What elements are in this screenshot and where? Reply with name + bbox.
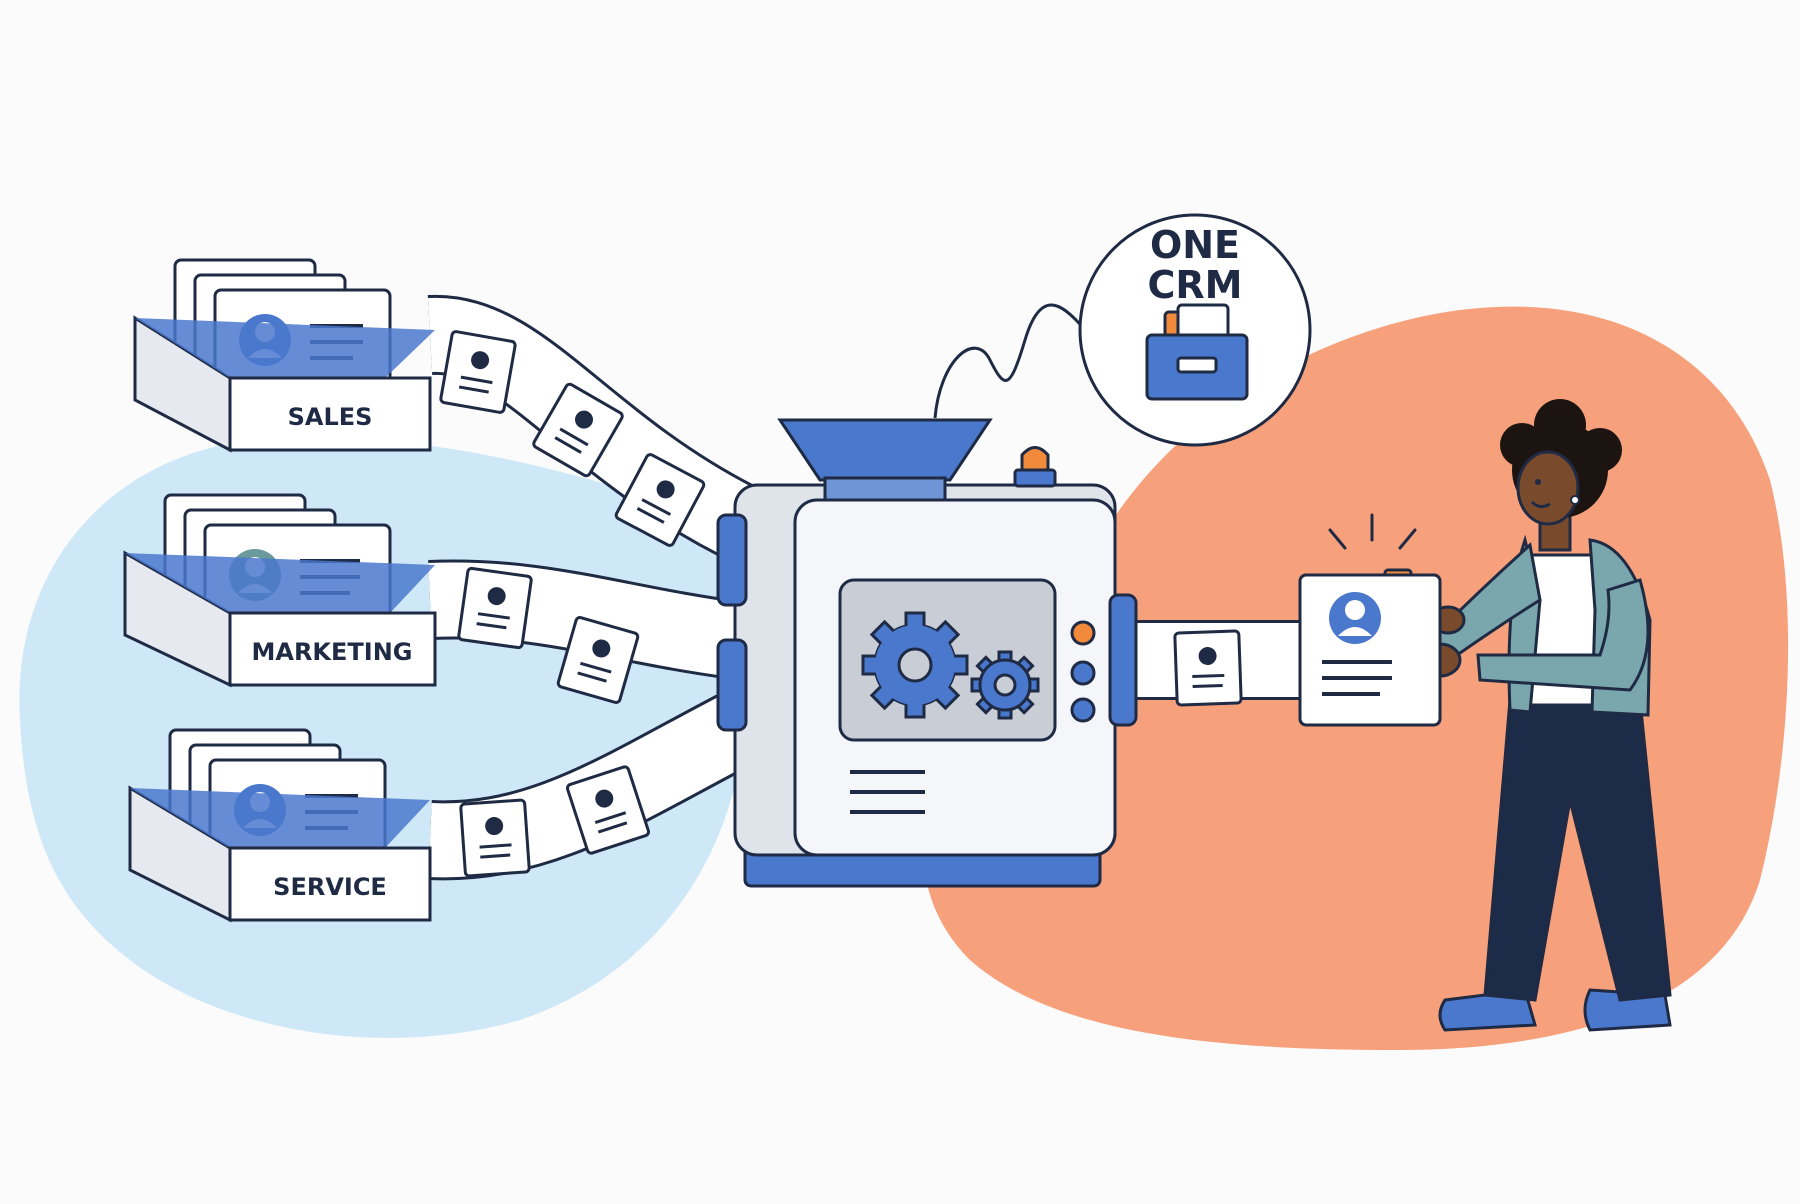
shoe	[1438, 988, 1537, 1032]
conveyor-belt-marketing	[428, 559, 741, 705]
shoe	[1583, 988, 1672, 1032]
warning-light-icon	[1013, 446, 1057, 488]
conveyor-belt-service	[428, 694, 754, 881]
filing-drawer-icon	[1145, 303, 1249, 401]
input-port	[716, 638, 748, 732]
person	[1418, 399, 1672, 1032]
sparkle-lines	[1328, 513, 1417, 550]
gears-icon	[861, 611, 1040, 720]
contact-card-icon	[459, 798, 531, 878]
tray-label: MARKETING	[251, 638, 412, 666]
indicator-light	[1070, 620, 1096, 646]
tray-service: SERVICE	[128, 728, 432, 923]
conveyor-belt-sales	[427, 294, 754, 556]
contact-card-icon	[1173, 629, 1243, 707]
tray-label: SERVICE	[273, 873, 387, 901]
face	[1516, 450, 1580, 526]
processing-machine	[716, 418, 1138, 888]
contact-card-icon	[456, 566, 534, 650]
tray-label: SALES	[288, 403, 373, 431]
tray-marketing: MARKETING	[123, 493, 437, 688]
input-port	[716, 513, 748, 607]
output-port	[1108, 593, 1138, 727]
one-crm-title-line2: CRM	[1148, 263, 1243, 307]
one-crm-title-line1: ONE	[1150, 223, 1240, 267]
tray-sales: SALES	[133, 258, 435, 453]
indicator-light	[1070, 660, 1096, 686]
indicator-light	[1070, 697, 1096, 723]
one-crm-bubble: ONE CRM	[1078, 213, 1312, 447]
arm	[1476, 578, 1650, 692]
machine-hopper	[777, 418, 993, 482]
pants	[1483, 698, 1672, 1002]
contact-card-icon	[1298, 513, 1442, 727]
contact-card-icon	[438, 329, 518, 415]
data-cable	[933, 303, 1087, 419]
